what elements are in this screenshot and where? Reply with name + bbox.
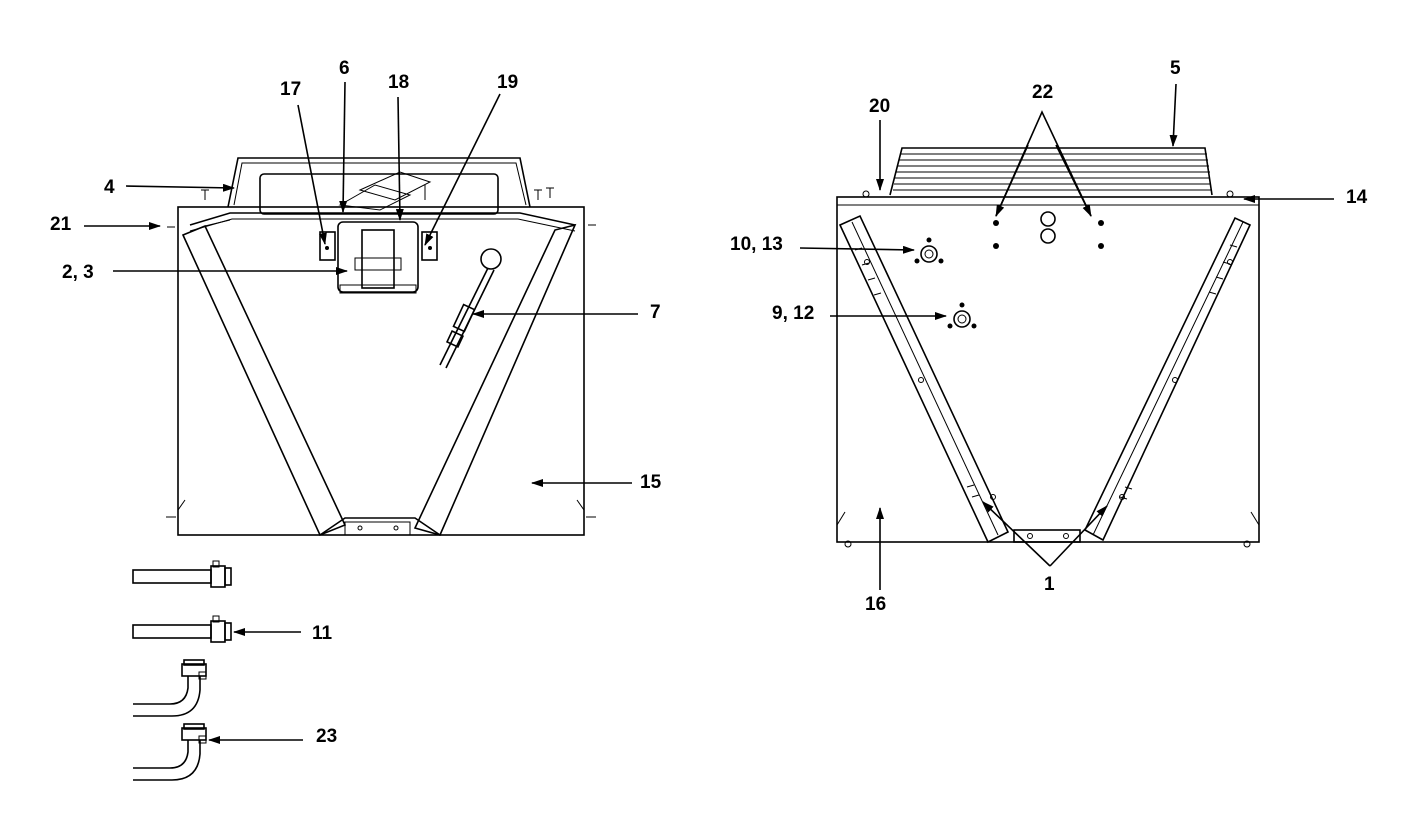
- callout-14: 14: [1346, 187, 1368, 208]
- callout-11: 11: [312, 623, 333, 644]
- callout-2-3: 2, 3: [62, 262, 94, 283]
- left-view-unit: [166, 157, 596, 537]
- callout-19: 19: [497, 72, 518, 93]
- callout-10-13: 10, 13: [730, 234, 783, 255]
- loose-pipe-parts: [132, 560, 232, 781]
- callout-21: 21: [50, 214, 72, 235]
- callout-18: 18: [388, 72, 409, 93]
- callout-6: 6: [339, 58, 350, 79]
- callout-15: 15: [640, 472, 662, 493]
- callout-23: 23: [316, 726, 337, 747]
- callout-20: 20: [869, 96, 890, 117]
- callout-9-12: 9, 12: [772, 303, 814, 324]
- callout-17: 17: [280, 79, 301, 100]
- callout-5: 5: [1170, 58, 1181, 79]
- leader-lines: [84, 81, 1334, 744]
- callout-22: 22: [1032, 82, 1053, 103]
- callout-labels: 4 21 2, 3 17 6 18 19 7 15 11 23 5 22 20 …: [50, 58, 1368, 747]
- callout-4: 4: [104, 177, 115, 198]
- callout-1: 1: [1044, 574, 1055, 595]
- callout-7: 7: [650, 302, 661, 323]
- right-view-unit: [836, 147, 1260, 548]
- callout-16: 16: [865, 594, 886, 615]
